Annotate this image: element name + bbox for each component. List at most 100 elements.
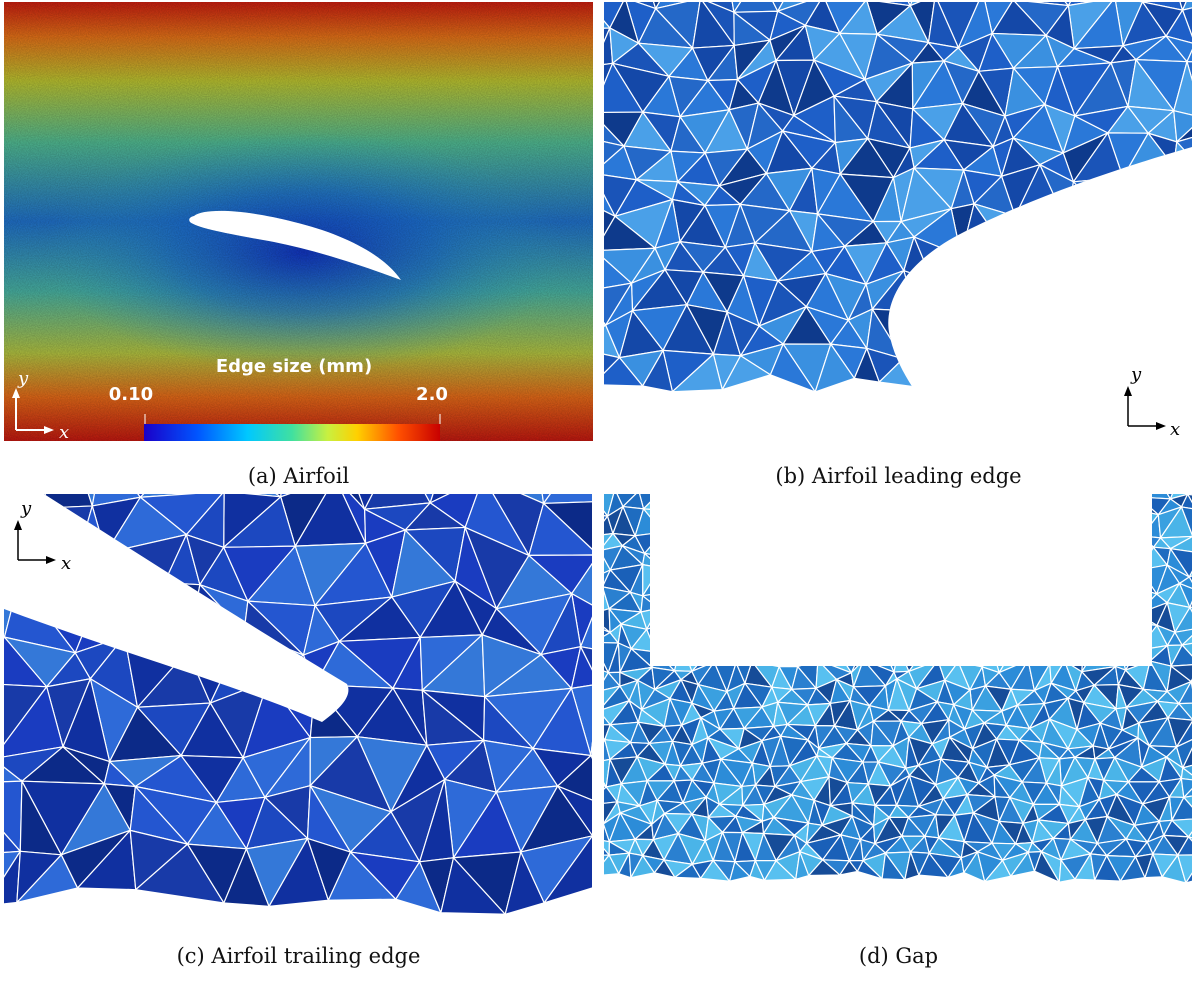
mesh-triangle bbox=[1052, 494, 1081, 509]
mesh-triangle bbox=[75, 552, 107, 588]
mesh-triangle bbox=[864, 544, 894, 572]
mesh-triangle bbox=[1046, 622, 1065, 647]
mesh-triangle bbox=[645, 621, 670, 654]
mesh-triangle bbox=[1040, 221, 1084, 256]
mesh-triangle bbox=[750, 510, 770, 535]
mesh-triangle bbox=[862, 508, 879, 533]
mesh-triangle bbox=[849, 591, 876, 605]
mesh-triangle bbox=[918, 530, 949, 552]
mesh-triangle bbox=[1104, 494, 1129, 514]
mesh-triangle bbox=[1061, 610, 1092, 625]
mesh-triangle bbox=[784, 602, 801, 633]
mesh-triangle bbox=[771, 643, 788, 669]
mesh-triangle bbox=[773, 567, 803, 590]
mesh-triangle bbox=[716, 507, 733, 528]
caption-a: (a) Airfoil bbox=[247, 464, 350, 488]
mesh-triangle bbox=[722, 642, 743, 664]
mesh-triangle bbox=[1039, 536, 1063, 559]
mesh-triangle bbox=[906, 494, 929, 513]
mesh-triangle bbox=[1118, 544, 1142, 571]
mesh-triangle bbox=[752, 620, 786, 649]
mesh-triangle bbox=[992, 531, 1015, 551]
mesh-triangle bbox=[774, 582, 803, 606]
mesh-triangle bbox=[1066, 564, 1094, 595]
mesh-triangle bbox=[1012, 530, 1036, 551]
mesh-triangle bbox=[961, 604, 982, 632]
mesh-triangle bbox=[933, 342, 983, 384]
mesh-triangle bbox=[846, 623, 868, 651]
mesh-triangle bbox=[699, 604, 720, 633]
mesh-triangle bbox=[673, 571, 690, 592]
mesh-triangle bbox=[685, 543, 722, 575]
mesh-triangle bbox=[951, 589, 979, 607]
mesh-triangle bbox=[862, 569, 877, 595]
mesh-triangle bbox=[1012, 566, 1031, 593]
mesh-triangle bbox=[684, 516, 706, 534]
colorbar-min-label: 0.10 bbox=[109, 384, 153, 405]
mesh-triangle bbox=[750, 525, 768, 561]
mesh-triangle bbox=[709, 611, 737, 632]
mesh-triangle bbox=[952, 267, 1005, 317]
mesh-triangle bbox=[794, 567, 821, 591]
axis-label-x: x bbox=[1170, 419, 1180, 440]
mesh-triangle bbox=[766, 531, 795, 557]
mesh-triangle bbox=[1093, 606, 1121, 633]
mesh-triangle bbox=[1016, 494, 1039, 516]
mesh-triangle bbox=[1059, 494, 1094, 496]
mesh-triangle bbox=[708, 583, 737, 614]
mesh-triangle bbox=[954, 494, 985, 521]
mesh-triangle bbox=[865, 621, 896, 649]
mesh-triangle bbox=[778, 642, 799, 668]
mesh-triangle bbox=[998, 565, 1018, 592]
mesh-triangle bbox=[667, 530, 688, 559]
mesh-triangle bbox=[721, 354, 772, 391]
mesh-triangle bbox=[1045, 606, 1064, 633]
mesh-triangle bbox=[1041, 234, 1085, 277]
mesh-triangle bbox=[659, 556, 687, 575]
mesh-triangle bbox=[912, 530, 940, 559]
mesh-triangle bbox=[912, 549, 940, 566]
mesh-triangle bbox=[1175, 241, 1192, 294]
mesh-triangle bbox=[816, 575, 837, 587]
mesh-triangle bbox=[992, 566, 1015, 592]
mesh-triangle bbox=[1174, 267, 1192, 312]
panel-d-gap-mesh bbox=[604, 494, 1192, 933]
mesh-triangle bbox=[1105, 534, 1136, 558]
mesh-triangle bbox=[1082, 619, 1102, 653]
mesh-triangle bbox=[1039, 544, 1064, 566]
mesh-triangle bbox=[1052, 644, 1085, 662]
mesh-triangle bbox=[1009, 214, 1044, 257]
mesh-triangle bbox=[1036, 494, 1069, 515]
mesh-triangle bbox=[862, 545, 876, 574]
mesh-triangle bbox=[905, 525, 921, 559]
mesh-triangle bbox=[893, 602, 917, 626]
mesh-triangle bbox=[1025, 270, 1055, 327]
mesh-triangle bbox=[976, 572, 1001, 592]
mesh-triangle bbox=[722, 624, 742, 653]
mesh-triangle bbox=[1080, 513, 1095, 539]
mesh-triangle bbox=[1119, 621, 1139, 652]
mesh-triangle bbox=[702, 526, 721, 547]
mesh-triangle bbox=[672, 605, 702, 623]
mesh-triangle bbox=[1006, 607, 1028, 636]
mesh-triangle bbox=[817, 575, 848, 587]
mesh-triangle bbox=[1156, 238, 1192, 270]
mesh-triangle bbox=[4, 551, 20, 599]
mesh-triangle bbox=[835, 547, 865, 577]
mesh-triangle bbox=[893, 621, 917, 649]
mesh-triangle bbox=[995, 513, 1019, 533]
mesh-triangle bbox=[778, 535, 798, 558]
mesh-triangle bbox=[1064, 205, 1101, 237]
mesh-triangle bbox=[719, 568, 745, 587]
axis-label-y: y bbox=[17, 368, 29, 389]
colorbar-ramp bbox=[144, 424, 440, 441]
mesh-triangle bbox=[952, 562, 979, 595]
mesh-triangle bbox=[883, 584, 914, 605]
mesh-triangle bbox=[667, 608, 701, 623]
mesh-triangle bbox=[1101, 283, 1156, 308]
mesh-triangle bbox=[911, 585, 931, 612]
mesh-triangle bbox=[1125, 494, 1139, 498]
mesh-triangle bbox=[827, 494, 865, 513]
mesh-triangle bbox=[783, 494, 812, 512]
mesh-triangle bbox=[1027, 556, 1053, 575]
